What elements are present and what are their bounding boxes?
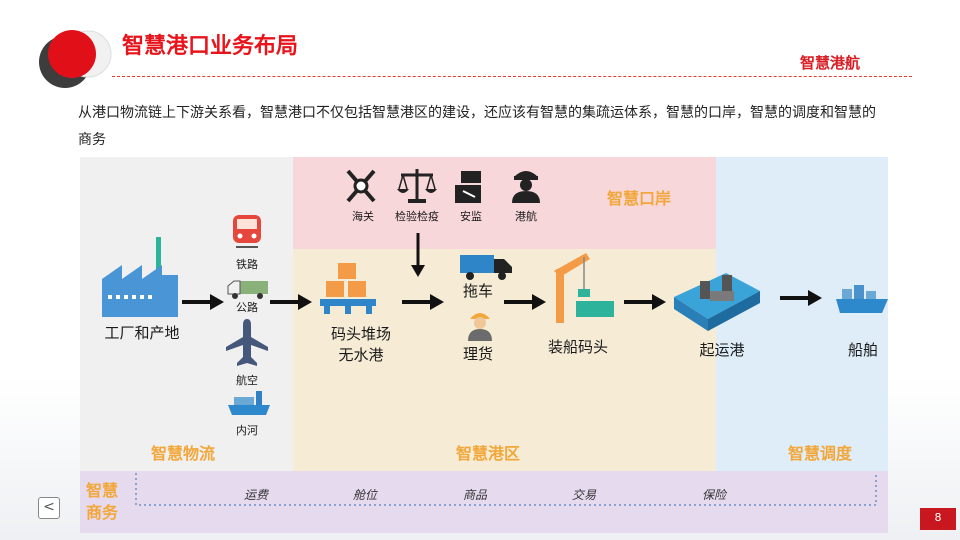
flow-arrow-4 [504,294,546,310]
page-title: 智慧港口业务布局 [122,34,299,59]
inspection-scale-icon [397,169,437,203]
dispatch-zone [716,157,888,471]
flow-arrow-3 [402,294,444,310]
logo-circles [39,30,112,88]
train-icon [233,215,261,248]
down-arrow [411,233,425,277]
flow-arrow-2 [270,294,312,310]
ship-icon [836,285,888,313]
commerce-item-trade: 交易 [572,488,597,502]
node-ship: 船舶 [847,341,878,359]
brand-label: 智慧港航 [800,54,861,72]
zone-label-dispatch: 智慧调度 [788,444,853,463]
node-tractor: 拖车 [462,282,493,300]
container-yard-icon [320,263,376,314]
port-layout-diagram: 智慧物流 智慧港区 智慧口岸 智慧调度 智慧 商务 运费 舱位 商品 交易 保险… [80,157,888,533]
tractor-truck-icon [460,255,512,280]
zone-label-port-entry: 智慧口岸 [607,189,672,208]
authority-customs: 海关 [352,210,374,223]
zone-label-port-area: 智慧港区 [456,444,521,463]
transport-air: 航空 [236,374,258,387]
departure-port-icon [674,273,760,331]
flow-arrow-6 [780,290,822,306]
commerce-bracket [135,473,877,506]
safety-inspector-icon [455,171,481,203]
node-yard: 码头堆场 无水港 [330,325,391,364]
node-factory: 工厂和产地 [104,324,180,342]
zone-label-commerce: 智慧 商务 [86,481,119,522]
transport-road: 公路 [236,301,258,314]
zone-label-logistics: 智慧物流 [151,444,216,463]
factory-icon [102,237,178,317]
port-entry-zone [293,157,716,249]
commerce-item-freight: 运费 [244,488,269,502]
authority-port: 港航 [515,210,537,223]
node-loading-wharf: 装船码头 [547,338,608,356]
crane-icon [554,253,614,323]
page-number: 8 [920,508,956,530]
flow-arrow-1 [182,294,224,310]
airplane-icon [226,319,268,366]
customs-icon [346,169,376,203]
truck-icon [227,280,268,299]
river-boat-icon [228,391,270,415]
flow-arrow-5 [624,294,666,310]
commerce-item-space: 舱位 [353,488,378,502]
title-divider [112,76,912,77]
commerce-item-goods: 商品 [463,488,488,502]
intro-text: 从港口物流链上下游关系看，智慧港口不仅包括智慧港区的建设，还应该有智慧的集疏运体… [78,105,876,148]
tally-worker-icon [468,313,492,341]
commerce-item-insurance: 保险 [702,488,727,502]
commerce-zone [80,471,888,533]
transport-inland-river: 内河 [236,424,258,437]
prev-slide-button[interactable]: < [38,497,60,519]
authority-inspection: 检验检疫 [395,210,439,223]
node-departure-port: 起运港 [699,341,745,359]
node-tally: 理货 [462,345,493,363]
authority-safety: 安监 [460,210,482,223]
transport-rail: 铁路 [236,258,258,271]
port-officer-icon [512,171,540,203]
